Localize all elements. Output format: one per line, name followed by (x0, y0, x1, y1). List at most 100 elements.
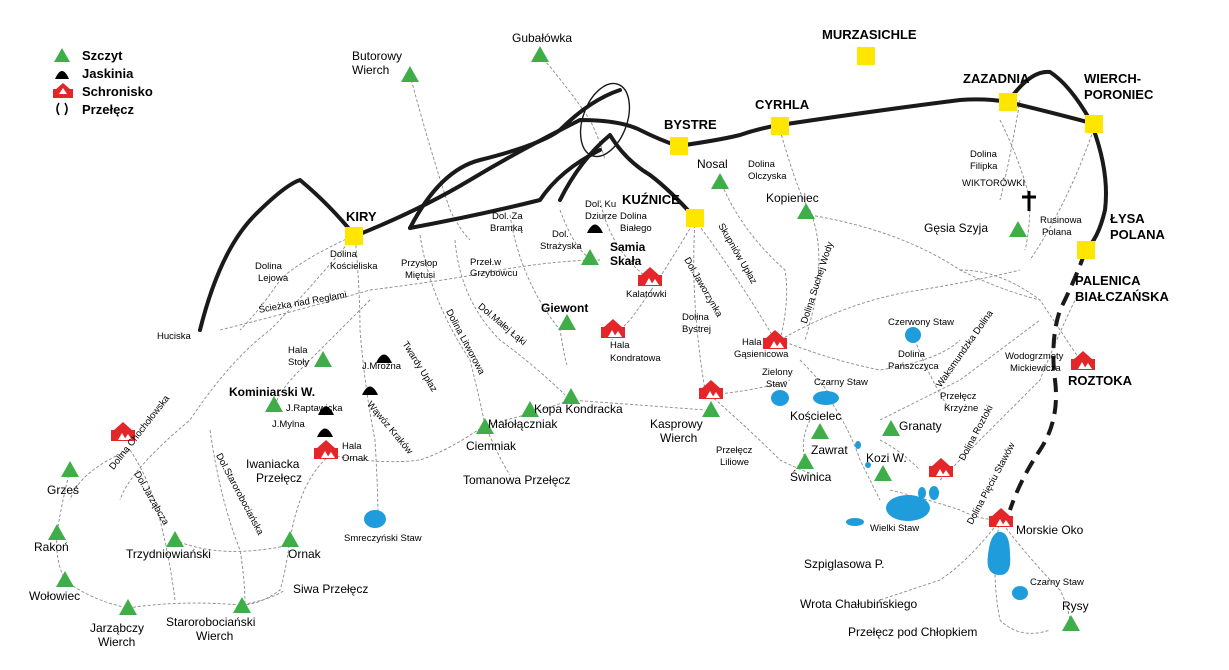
peak-label: Kopieniec (766, 191, 819, 205)
lakes (364, 327, 1028, 600)
valley-label: Dolina (898, 349, 925, 360)
cave-icon (587, 224, 603, 233)
valley-label: Polana (1042, 227, 1072, 238)
shelter-label: Kalatówki (626, 289, 667, 300)
town-label: ROZTOKA (1068, 373, 1133, 388)
peak-label: Gęsia Szyja (924, 221, 989, 235)
shelter-icon (989, 508, 1013, 527)
town-icon (686, 209, 704, 227)
peak-icon (1009, 221, 1027, 237)
peak-icon (702, 401, 720, 417)
valley-label: Dol. Ku (585, 199, 617, 210)
pass-label: Wrota Chałubińskiego (800, 597, 918, 611)
peak-label: Kopa Kondracka (534, 402, 623, 416)
peak-label: Giewont (541, 301, 589, 315)
shelter-label: Morskie Oko (1016, 523, 1084, 537)
town-icon (1077, 241, 1095, 259)
peak-icon (581, 249, 599, 265)
shelter-label: Hala (342, 441, 362, 452)
peak-icon (233, 597, 251, 613)
town-label: PORONIEC (1084, 87, 1154, 102)
lake-label: Smreczyński Staw (344, 533, 422, 544)
valley-label: Kościeliska (330, 261, 378, 272)
peak-icon (811, 423, 829, 439)
peak-icon (314, 351, 332, 367)
shelter-icon (1071, 351, 1095, 370)
peak-label: Gubałówka (512, 31, 573, 45)
peak-icon (119, 599, 137, 615)
legend-row-shelter: Schronisko (52, 82, 212, 100)
peak-label: Wierch (660, 431, 698, 445)
town-label: WIERCH- (1084, 71, 1142, 86)
legend-peak-label: Szczyt (82, 47, 123, 63)
peak-label: Stoły (288, 357, 310, 368)
lake-label: Czarny Staw (814, 377, 868, 388)
lake-czarny (813, 391, 839, 405)
pass-label: Liliowe (720, 457, 750, 468)
pass-label: Przysłop (401, 258, 438, 269)
valley-label: Dolina (970, 149, 997, 160)
shelter-label: Kondratowa (610, 353, 661, 364)
peak-icon (52, 47, 74, 63)
pass-label: Szpiglasowa P. (804, 557, 885, 571)
town-label: CYRHLA (755, 97, 810, 112)
town-label: KIRY (346, 209, 377, 224)
peak-markers (48, 46, 1080, 631)
peak-label: Kozi W. (866, 451, 907, 465)
cross-icon (1022, 191, 1036, 211)
shelter-icon (699, 380, 723, 399)
cave-icon (362, 386, 378, 395)
peak-label: Skała (610, 254, 642, 268)
shelter-label: Hala (742, 337, 762, 348)
peak-icon (48, 524, 66, 540)
peak-icon (401, 66, 419, 82)
town-icon (670, 137, 688, 155)
town-icon (771, 117, 789, 135)
shelter-icon (638, 267, 662, 286)
valley-label: Filipka (970, 161, 998, 172)
town-label: PALENICA (1075, 273, 1141, 288)
peak-label: Nosal (697, 157, 728, 171)
pass-icon (52, 101, 74, 117)
pass-label: Przełęcz (256, 471, 303, 485)
lake-label: Staw (766, 379, 788, 390)
shelter-icon (52, 83, 74, 99)
peak-label: Samia (610, 240, 646, 254)
cave-icon (317, 428, 333, 437)
shelter-icon (314, 440, 338, 459)
pass-label: Krzyżne (944, 403, 979, 414)
lake-smreczynski (364, 510, 386, 528)
lake-small-4 (855, 441, 861, 449)
peak-icon (56, 571, 74, 587)
valley-label: Wodogrzmoty (1005, 351, 1064, 362)
town-label: KUŹNICE (622, 192, 680, 207)
peak-label: Wierch (98, 635, 136, 649)
peak-label: Wierch (352, 63, 390, 77)
town-label: ZAZADNIA (963, 71, 1030, 86)
peak-label: Trzydniowiański (126, 547, 211, 561)
peak-label: Rakoń (34, 540, 69, 554)
peak-label: Ornak (288, 547, 321, 561)
lake-label: Czerwony Staw (888, 317, 954, 328)
legend: Szczyt Jaskinia Schronisko Przełęcz (52, 46, 212, 118)
valley-label: Dolina (620, 211, 647, 222)
town-label: ŁYSA (1110, 211, 1145, 226)
valley-label: Pańszczyca (888, 361, 939, 372)
peak-label: Hala (288, 345, 308, 356)
pass-label: Siwa Przełęcz (293, 582, 369, 596)
lake-label: Wielki Staw (870, 523, 920, 534)
pass-label: Miętusi (405, 270, 436, 281)
pass-label: Przełęcz (716, 445, 753, 456)
peak-label: Butorowy (352, 49, 403, 63)
valley-label: Dolina (330, 249, 357, 260)
lake-small-2 (918, 487, 926, 499)
peak-label: Jarząbczy (90, 621, 145, 635)
lake-zielony (771, 390, 789, 406)
lake-morskie-oko (987, 531, 1011, 575)
peak-icon (711, 173, 729, 189)
town-icon (999, 93, 1017, 111)
peak-icon (61, 461, 79, 477)
legend-row-cave: Jaskinia (52, 64, 212, 82)
pass-label: Przełęcz (940, 391, 977, 402)
